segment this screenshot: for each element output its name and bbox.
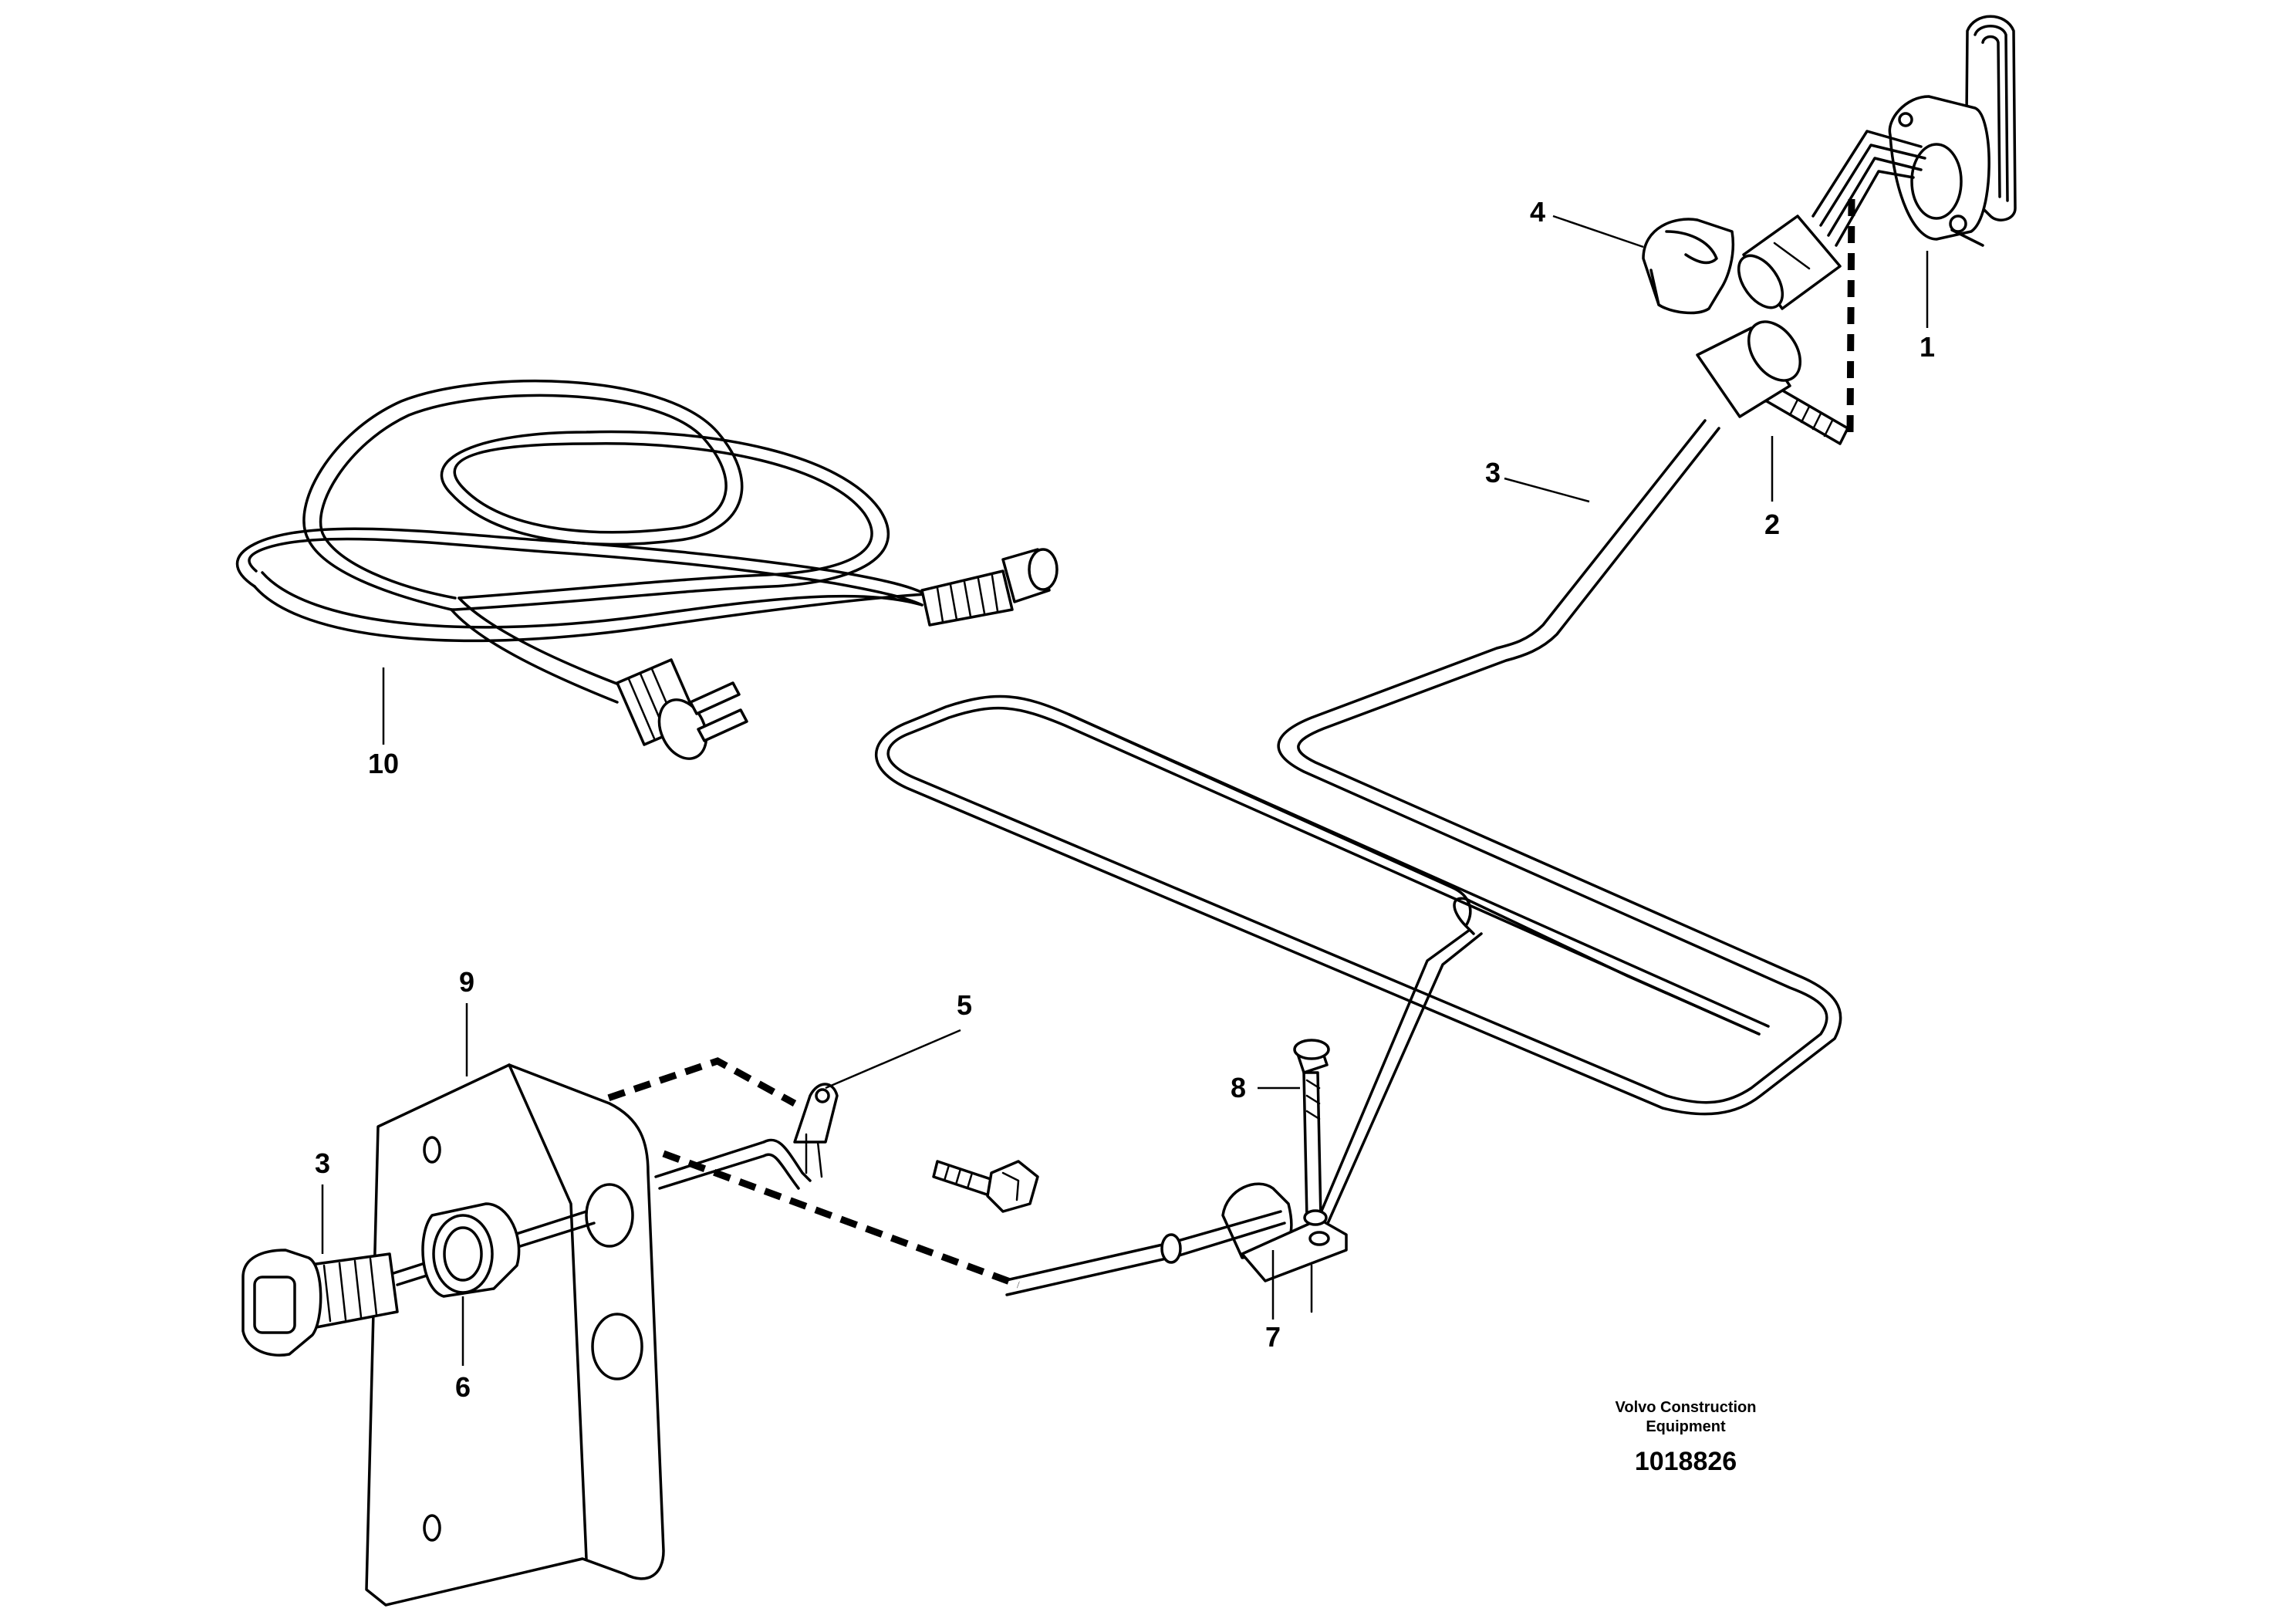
label-item-6: 6 (455, 1371, 471, 1403)
label-item-10: 10 (368, 748, 399, 779)
leader-5 (825, 1029, 961, 1090)
cable-clip (1642, 218, 1735, 315)
extension-cable-coil (235, 379, 1059, 760)
mounting-bracket (365, 1063, 665, 1607)
label-item-8: 8 (1231, 1072, 1246, 1103)
assembly-line-bolt (1846, 196, 1855, 433)
caption-company-line2: Equipment (1646, 1418, 1726, 1435)
label-item-7: 7 (1265, 1321, 1281, 1353)
tube-end-sleeve (1001, 1210, 1286, 1296)
label-item-2: 2 (1764, 509, 1780, 540)
element-connector (1737, 215, 1842, 310)
tube-clamp (1221, 1182, 1348, 1313)
clamp-bolt (1293, 1039, 1330, 1221)
heating-tube (874, 320, 1842, 1244)
inlet-connector (241, 1210, 596, 1357)
ground-cable (654, 1083, 839, 1190)
label-item-3-lower: 3 (315, 1147, 330, 1179)
assembly-line-lower (662, 1150, 1020, 1289)
label-item-9: 9 (459, 966, 474, 998)
label-item-5: 5 (957, 989, 972, 1021)
heater-element-flange (1811, 15, 2017, 247)
label-item-1: 1 (1920, 331, 1935, 363)
cable-plug-end (616, 658, 748, 760)
cable-socket-end (920, 548, 1059, 627)
caption-company-line1: Volvo Construction (1616, 1399, 1757, 1416)
leader-3-upper (1504, 477, 1590, 503)
label-item-4: 4 (1530, 196, 1545, 228)
drawing-number: 1018826 (1635, 1447, 1737, 1476)
lock-nut (421, 1202, 521, 1298)
label-item-3-upper: 3 (1485, 457, 1501, 488)
ground-bolt (932, 1160, 1039, 1213)
leader-4 (1552, 215, 1644, 248)
